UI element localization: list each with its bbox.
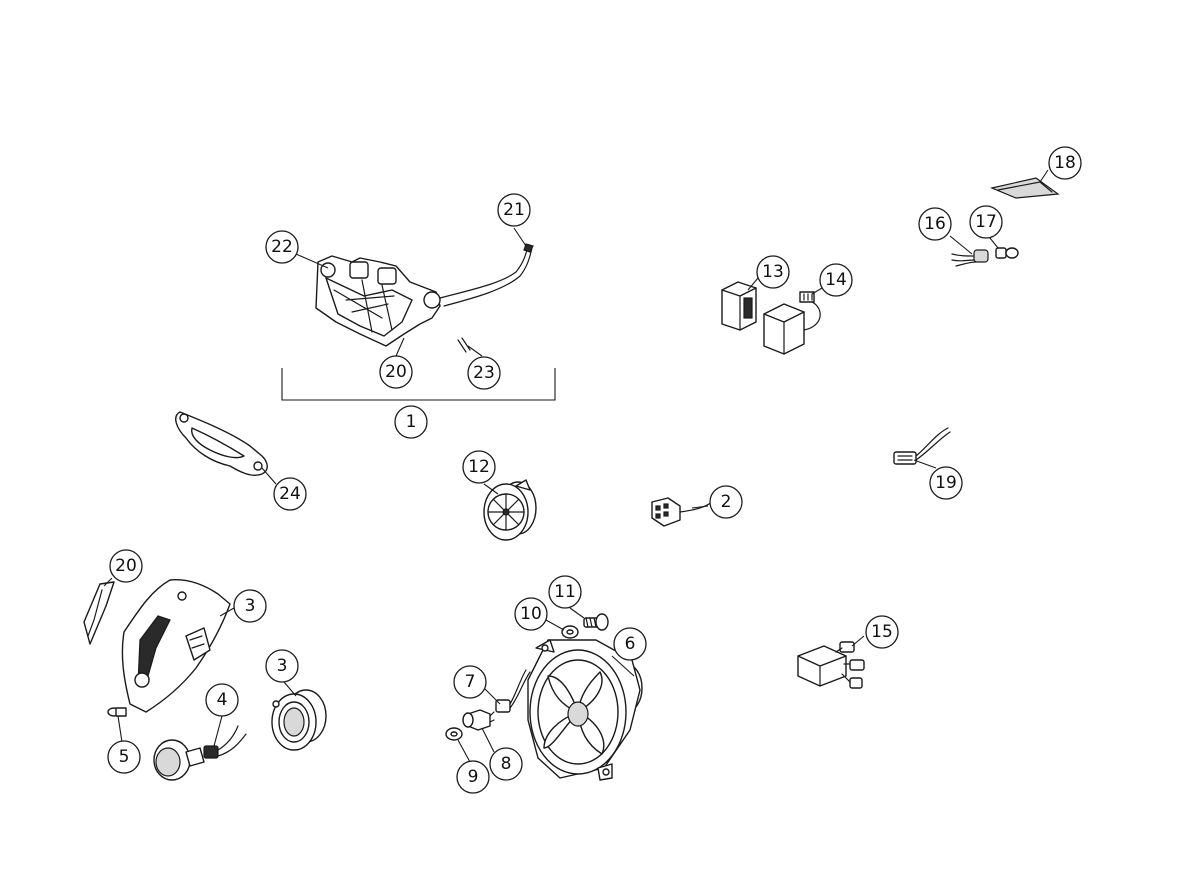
callout-20-lower: 20 [109,549,143,583]
headlight-cover-part [121,578,231,713]
callout-11: 11 [548,575,582,609]
callout-5: 5 [107,740,141,774]
callout-label: 4 [217,690,228,710]
callout-label: 15 [871,622,893,642]
callout-14: 14 [819,263,853,297]
callout-22: 22 [265,230,299,264]
callout-label: 24 [279,484,301,504]
fan-bolt-part [583,613,609,631]
flasher-relay-part [797,641,865,689]
callout-13: 13 [756,255,790,289]
bulb-part [995,247,1019,259]
callout-label: 16 [924,214,946,234]
lens-cover-part [83,581,115,645]
callout-label: 21 [503,200,525,220]
gasket-plate-part [175,411,268,476]
callout-16: 16 [918,207,952,241]
callout-label: 23 [473,363,495,383]
callout-label: 5 [119,747,130,767]
callout-label: 18 [1054,153,1076,173]
leader-lines [103,169,1049,763]
bulb-socket-part [951,249,989,267]
callout-19: 19 [929,466,963,500]
callout-7: 7 [453,665,487,699]
callout-label: 10 [520,604,542,624]
callout-3-ring: 3 [265,649,299,683]
connector-plug-part [651,497,713,527]
callout-12: 12 [462,450,496,484]
headlight-bulb-part [153,725,247,781]
callout-label: 20 [385,362,407,382]
callout-4: 4 [205,683,239,717]
callout-9: 9 [456,760,490,794]
callout-2: 2 [709,485,743,519]
callout-label: 20 [115,556,137,576]
callout-label: 19 [935,473,957,493]
callout-8: 8 [489,747,523,781]
callout-label: 8 [501,754,512,774]
callout-21: 21 [497,193,531,227]
callout-18: 18 [1048,146,1082,180]
callout-20-upper: 20 [379,355,413,389]
callout-15: 15 [865,615,899,649]
callout-3-cover: 3 [233,589,267,623]
fan-connector-part [495,669,531,713]
callout-label: 22 [271,237,293,257]
callout-10: 10 [514,597,548,631]
callout-17: 17 [969,205,1003,239]
callout-label: 12 [468,457,490,477]
lens-part [990,177,1060,199]
relay-connector-part [763,291,821,355]
callout-label: 17 [975,212,997,232]
relay-part [721,281,757,331]
callout-label: 6 [625,634,636,654]
callout-label: 3 [245,596,256,616]
callout-1: 1 [394,405,428,439]
callout-label: 13 [762,262,784,282]
washer-part [445,727,463,741]
reflector-ring-part [271,689,327,751]
wire-plug-part [893,427,951,465]
thermo-switch-part [462,709,495,731]
callout-label: 14 [825,270,847,290]
horn-part [483,479,537,541]
fan-washer-part [561,625,579,639]
callout-label: 11 [554,582,576,602]
cooling-fan-part [527,639,643,781]
callout-label: 1 [406,412,417,432]
screw-part [107,707,127,717]
callout-23: 23 [467,356,501,390]
assembly-bracket [281,368,556,401]
headlight-grille-assembly [315,243,534,353]
callout-24: 24 [273,477,307,511]
callout-label: 2 [721,492,732,512]
callout-label: 7 [465,672,476,692]
callout-label: 9 [468,767,479,787]
callout-label: 3 [277,656,288,676]
callout-6: 6 [613,627,647,661]
